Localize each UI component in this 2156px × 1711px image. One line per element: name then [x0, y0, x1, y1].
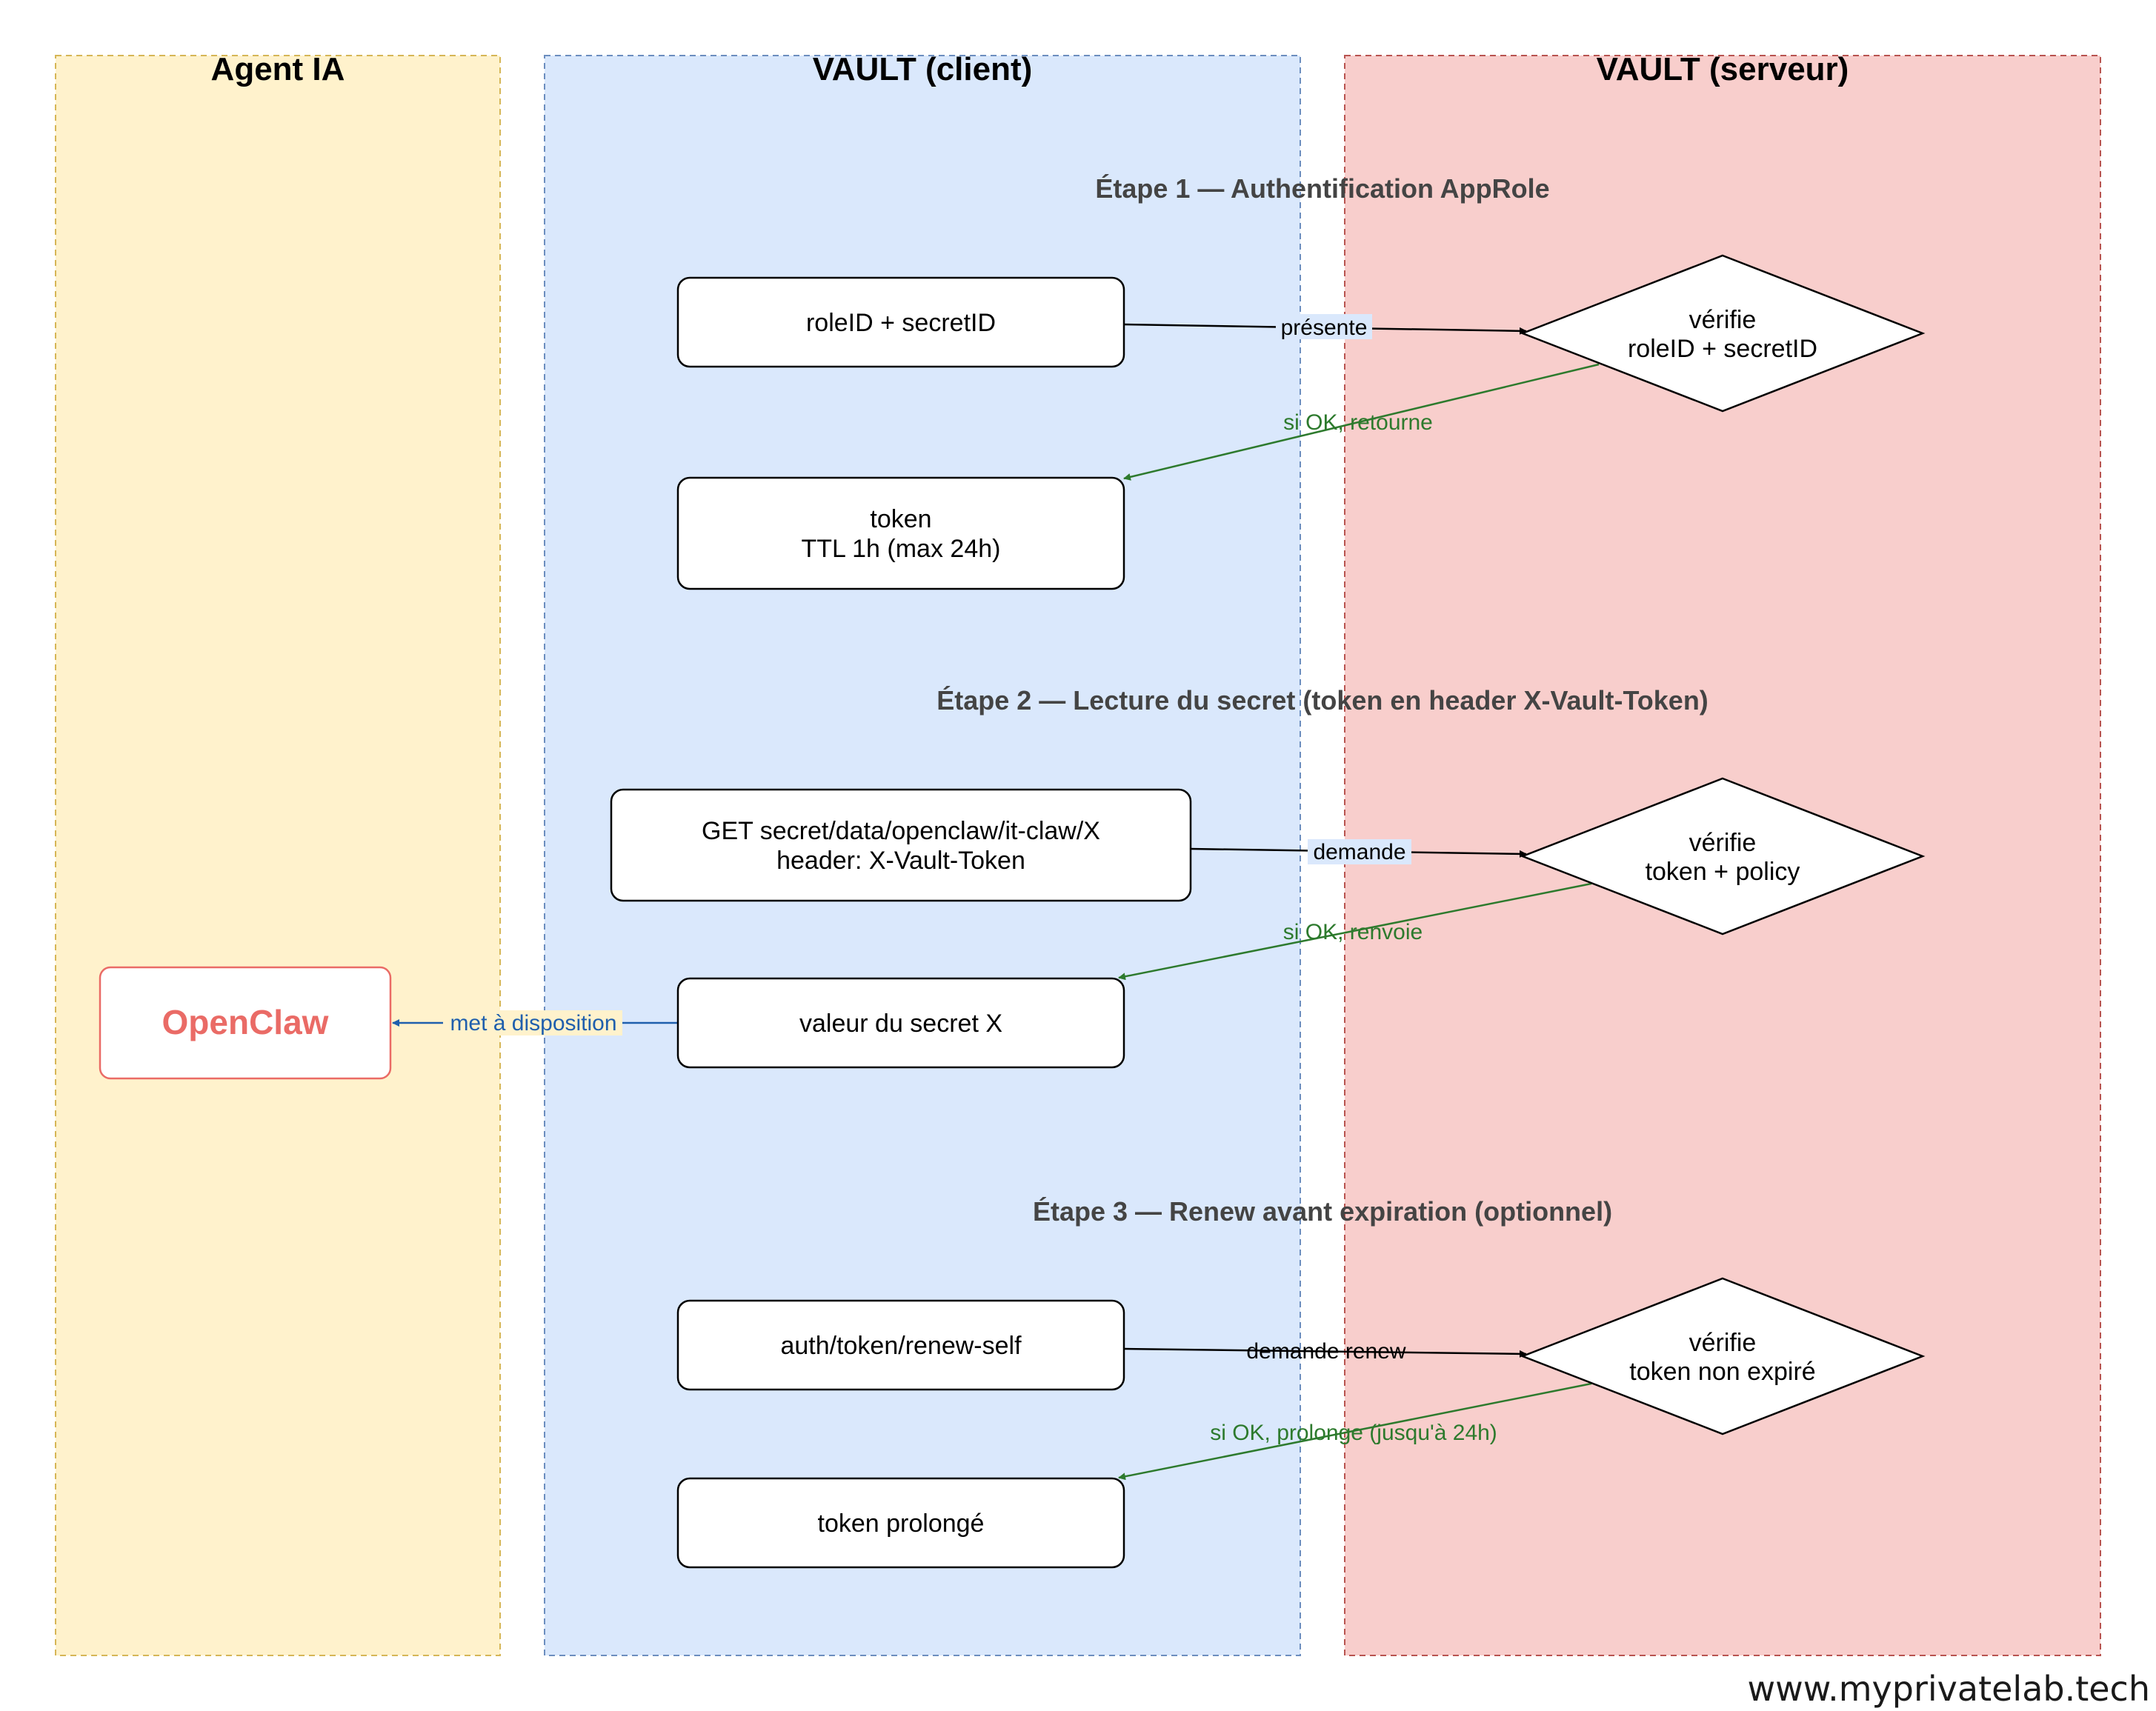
svg-text:valeur du secret X: valeur du secret X [799, 1010, 1002, 1038]
lane-agent [55, 55, 501, 1656]
watermark: www.myprivatelab.tech [1747, 1669, 2150, 1709]
svg-text:si OK, retourne: si OK, retourne [1283, 410, 1433, 435]
edge-prolonge [1118, 1382, 1592, 1481]
node-get-secret: GET secret/data/openclaw/it-claw/X heade… [610, 788, 1192, 902]
step-2-title: Étape 2 — Lecture du secret (token en he… [936, 685, 1709, 716]
step-3-title: Étape 3 — Renew avant expiration (option… [1033, 1196, 1612, 1227]
edge-demande-renew [1123, 1347, 1527, 1358]
svg-text:vérifie: vérifie [1689, 306, 1757, 334]
svg-text:token prolongé: token prolongé [818, 1510, 985, 1538]
edge-label-retourne: si OK, retourne [1283, 410, 1433, 435]
svg-text:token + policy: token + policy [1646, 858, 1800, 886]
node-roleid-secretid: roleID + secretID [676, 276, 1125, 368]
svg-text:vérifie: vérifie [1689, 1329, 1757, 1357]
edge-label-prolonge: si OK, prolonge (jusqu'à 24h) [1210, 1421, 1497, 1445]
edge-label-mise-a-disposition: met à disposition [443, 1010, 622, 1035]
lane-title-agent: Agent IA [211, 51, 345, 87]
svg-text:vérifie: vérifie [1689, 829, 1757, 857]
edge-retourne [1123, 363, 1600, 481]
svg-text:demande: demande [1313, 840, 1405, 864]
svg-text:met à disposition: met à disposition [450, 1011, 616, 1035]
svg-text:auth/token/renew-self: auth/token/renew-self [780, 1332, 1022, 1360]
lane-title-server: VAULT (serveur) [1597, 51, 1849, 87]
edge-label-demande-renew: demande renew [1246, 1339, 1405, 1364]
svg-text:présente: présente [1281, 316, 1368, 340]
svg-text:demande renew: demande renew [1246, 1339, 1405, 1364]
step-1-title: Étape 1 — Authentification AppRole [1095, 173, 1549, 204]
svg-text:token: token [870, 505, 931, 533]
edge-label-presente: présente [1276, 314, 1372, 340]
node-secret-value: valeur du secret X [676, 977, 1125, 1069]
node-token-extended: token prolongé [676, 1477, 1125, 1569]
svg-text:si OK, renvoie: si OK, renvoie [1283, 920, 1423, 944]
edge-label-demande: demande [1308, 839, 1411, 864]
svg-text:roleID + secretID: roleID + secretID [806, 309, 996, 337]
edge-renvoie [1118, 882, 1592, 981]
svg-text:OpenClaw: OpenClaw [162, 1003, 329, 1041]
decision-verify-token-policy: vérifie token + policy [1520, 777, 1926, 935]
node-openclaw: OpenClaw [99, 966, 392, 1080]
svg-text:TTL 1h (max 24h): TTL 1h (max 24h) [802, 535, 1001, 563]
lane-title-client: VAULT (client) [813, 51, 1033, 87]
node-renew-self: auth/token/renew-self [676, 1299, 1125, 1391]
svg-text:si OK, prolonge (jusqu'à 24h): si OK, prolonge (jusqu'à 24h) [1210, 1421, 1497, 1445]
edge-label-renvoie: si OK, renvoie [1283, 920, 1423, 944]
decision-verify-roleid: vérifie roleID + secretID [1520, 254, 1926, 413]
decision-verify-token-expiry: vérifie token non expiré [1520, 1277, 1926, 1435]
svg-text:token non expiré: token non expiré [1629, 1358, 1815, 1386]
svg-text:roleID + secretID: roleID + secretID [1628, 335, 1817, 363]
svg-text:GET secret/data/openclaw/it-cl: GET secret/data/openclaw/it-claw/X [702, 817, 1100, 845]
svg-text:header: X-Vault-Token: header: X-Vault-Token [776, 847, 1025, 875]
node-token: token TTL 1h (max 24h) [676, 476, 1125, 590]
